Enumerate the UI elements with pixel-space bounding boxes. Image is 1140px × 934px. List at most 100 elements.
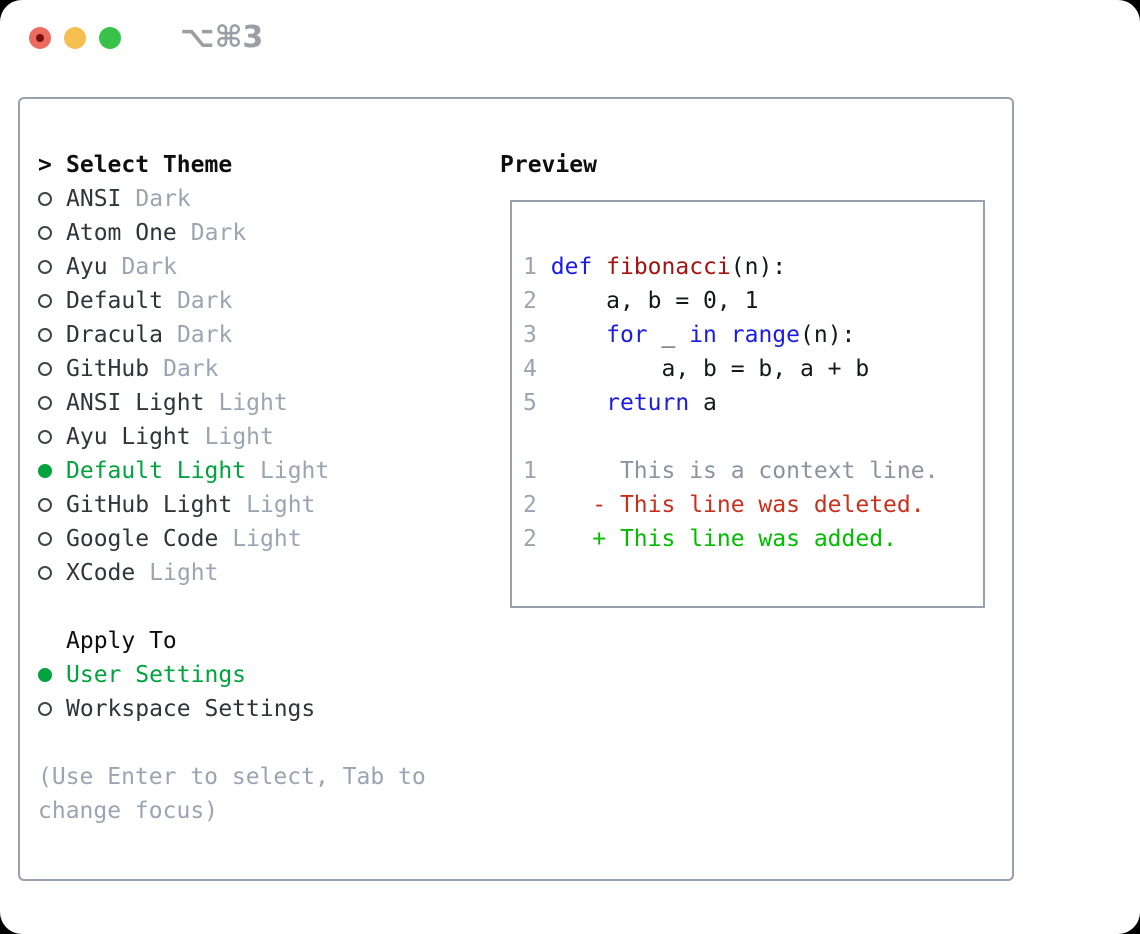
code-token-fn: fibonacci bbox=[606, 254, 731, 280]
code-line: 5 return a bbox=[523, 386, 983, 420]
window-shortcut-label: ⌥⌘3 bbox=[180, 20, 264, 55]
code-token-pl: a, b = 0, 1 bbox=[550, 288, 759, 314]
theme-variant-badge: Light bbox=[260, 458, 330, 484]
radio-icon bbox=[38, 192, 52, 206]
theme-variant-badge: Light bbox=[246, 492, 316, 518]
minimize-button[interactable] bbox=[64, 27, 86, 49]
code-line: 2 - This line was deleted. bbox=[523, 488, 983, 522]
radio-icon bbox=[38, 532, 52, 546]
theme-variant-badge: Dark bbox=[176, 288, 233, 314]
code-token-kw: for bbox=[606, 322, 648, 348]
theme-name: XCode bbox=[66, 560, 136, 586]
code-line: 2 + This line was added. bbox=[523, 522, 983, 556]
titlebar: ⌥⌘3 bbox=[29, 20, 264, 55]
theme-variant-badge: Dark bbox=[135, 186, 191, 212]
theme-name: GitHub Light bbox=[66, 492, 233, 518]
line-number: 1 bbox=[523, 458, 537, 484]
line-number: 2 bbox=[523, 492, 537, 518]
radio-icon bbox=[38, 396, 52, 410]
modified-dot-icon bbox=[36, 34, 44, 42]
code-token-pl bbox=[592, 254, 606, 280]
close-button[interactable] bbox=[29, 27, 51, 49]
radio-selected-icon bbox=[38, 464, 52, 478]
theme-option-ayu[interactable]: Ayu Dark bbox=[38, 250, 442, 284]
theme-option-default[interactable]: Default Dark bbox=[38, 284, 442, 318]
line-number: 4 bbox=[523, 356, 537, 382]
hint-text: (Use Enter to select, Tab to change focu… bbox=[38, 764, 426, 824]
code-token-add: + This line was added. bbox=[550, 526, 897, 552]
code-line bbox=[523, 420, 983, 454]
radio-icon bbox=[38, 702, 52, 716]
theme-name: ANSI Light bbox=[66, 390, 205, 416]
select-theme-header: >Select Theme bbox=[38, 148, 442, 182]
apply-option-label: User Settings bbox=[66, 662, 247, 688]
theme-variant-badge: Light bbox=[218, 390, 288, 416]
radio-selected-icon bbox=[38, 668, 52, 682]
apply-to-header: Apply To bbox=[38, 624, 442, 658]
code-token-kw: def bbox=[550, 254, 593, 280]
theme-option-github-light[interactable]: GitHub Light Light bbox=[38, 488, 442, 522]
theme-name: ANSI bbox=[66, 186, 122, 212]
theme-variant-badge: Dark bbox=[163, 356, 219, 382]
code-line: 4 a, b = b, a + b bbox=[523, 352, 983, 386]
code-token-pl: (n): bbox=[730, 254, 787, 280]
code-token-kw: in bbox=[689, 322, 717, 348]
theme-option-github[interactable]: GitHub Dark bbox=[38, 352, 442, 386]
theme-name: Dracula bbox=[66, 322, 163, 348]
radio-icon bbox=[38, 566, 52, 580]
radio-icon bbox=[38, 328, 52, 342]
theme-option-dracula[interactable]: Dracula Dark bbox=[38, 318, 442, 352]
theme-name: Default bbox=[66, 288, 163, 314]
apply-option-label: Workspace Settings bbox=[66, 696, 316, 722]
theme-variant-badge: Light bbox=[204, 424, 274, 450]
theme-variant-badge: Light bbox=[232, 526, 302, 552]
apply-to-title: Apply To bbox=[66, 628, 177, 654]
radio-icon bbox=[38, 294, 52, 308]
theme-variant-badge: Dark bbox=[121, 254, 177, 280]
line-number: 3 bbox=[523, 322, 537, 348]
line-number: 2 bbox=[523, 526, 537, 552]
theme-option-ansi[interactable]: ANSI Dark bbox=[38, 182, 442, 216]
apply-option-workspace-settings[interactable]: Workspace Settings bbox=[38, 692, 442, 726]
theme-option-google-code[interactable]: Google Code Light bbox=[38, 522, 442, 556]
code-token-pl bbox=[551, 390, 606, 416]
code-token-pl bbox=[551, 322, 606, 348]
zoom-button[interactable] bbox=[99, 27, 121, 49]
code-line: 1 def fibonacci(n): bbox=[523, 250, 983, 284]
code-token-del: - This line was deleted. bbox=[550, 492, 925, 518]
theme-variant-badge: Dark bbox=[176, 322, 233, 348]
theme-variant-badge: Light bbox=[149, 560, 219, 586]
prompt-icon: > bbox=[38, 152, 52, 178]
radio-icon bbox=[38, 362, 52, 376]
theme-name: GitHub bbox=[66, 356, 150, 382]
theme-option-xcode[interactable]: XCode Light bbox=[38, 556, 442, 590]
theme-name: Ayu bbox=[66, 254, 108, 280]
code-line: 1 This is a context line. bbox=[523, 454, 983, 488]
code-token-pl: a bbox=[689, 390, 717, 416]
spacer bbox=[38, 726, 442, 760]
radio-icon bbox=[38, 430, 52, 444]
radio-icon bbox=[38, 260, 52, 274]
apply-option-user-settings[interactable]: User Settings bbox=[38, 658, 442, 692]
code-line: 2 a, b = 0, 1 bbox=[523, 284, 983, 318]
theme-name: Google Code bbox=[66, 526, 219, 552]
code-token-pl: _ bbox=[647, 322, 690, 348]
code-token-ctx: This is a context line. bbox=[550, 458, 939, 484]
line-number: 2 bbox=[523, 288, 537, 314]
theme-option-ansi-light[interactable]: ANSI Light Light bbox=[38, 386, 442, 420]
theme-variant-badge: Dark bbox=[190, 220, 247, 246]
radio-icon bbox=[38, 226, 52, 240]
radio-icon bbox=[38, 498, 52, 512]
code-token-kw: range bbox=[730, 322, 801, 348]
line-number: 1 bbox=[523, 254, 537, 280]
code-token-kw: return bbox=[606, 390, 690, 416]
